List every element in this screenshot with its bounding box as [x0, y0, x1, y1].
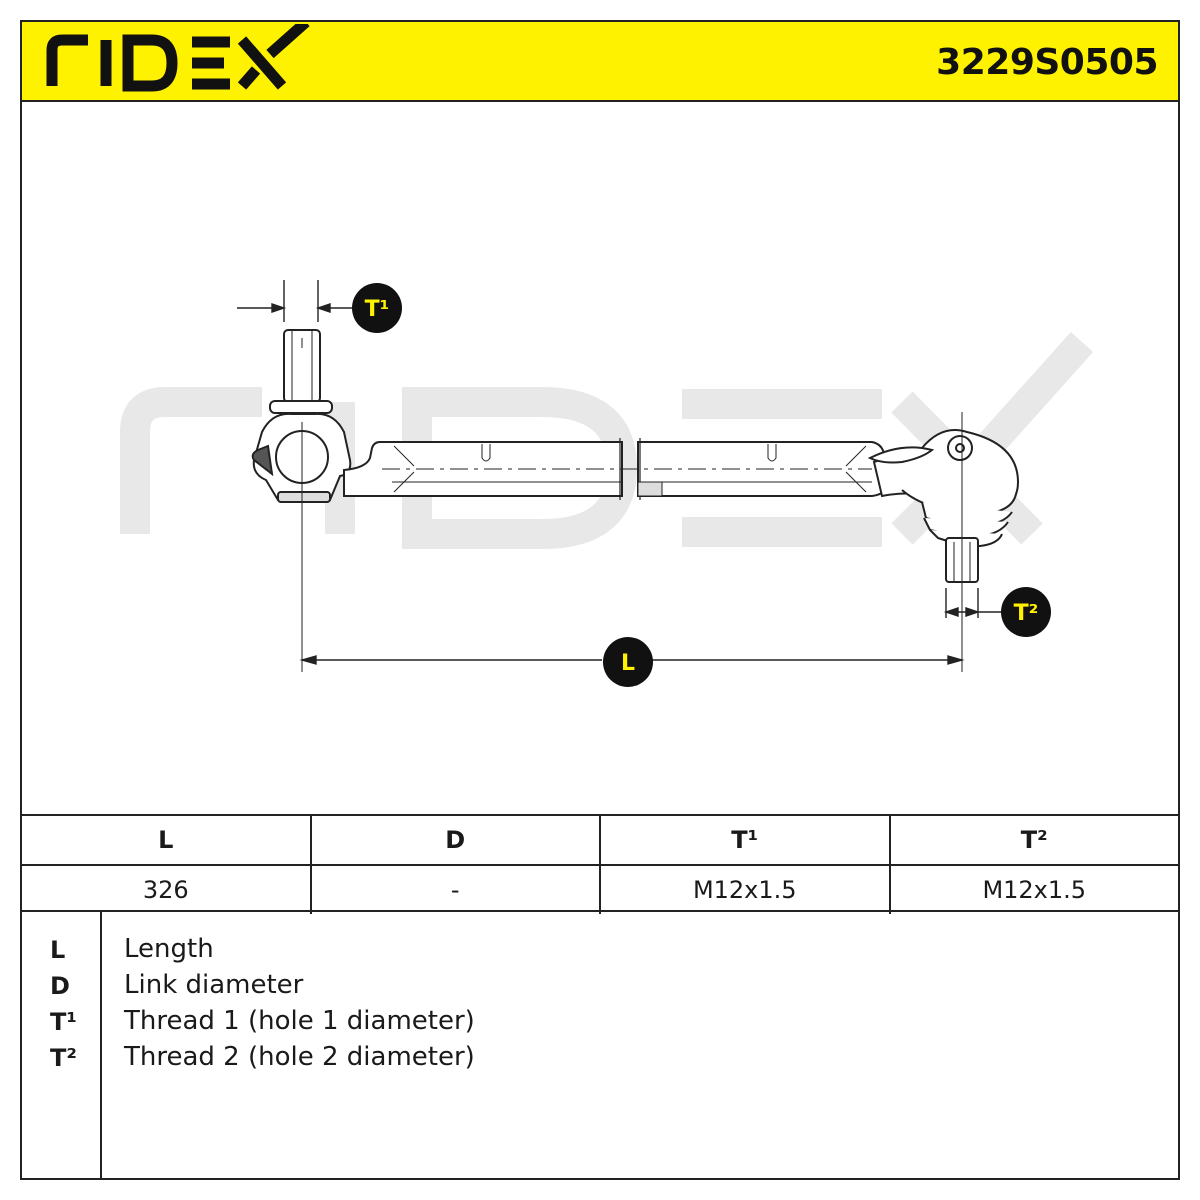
right-ball-joint	[867, 429, 1020, 583]
legend: L Length D Link diameter T¹ Thread 1 (ho…	[22, 912, 1178, 1178]
l-callout	[603, 637, 653, 687]
t1-dimension	[237, 280, 357, 322]
link-rod	[343, 438, 892, 500]
spec-table: L D T¹ T² 326 - M12x1.5 M12x1.5	[22, 814, 1178, 914]
technical-drawing: T¹	[22, 102, 1178, 814]
t2-callout-label: T²	[1014, 601, 1039, 626]
spec-header-l: L	[22, 816, 312, 864]
spec-value-t2: M12x1.5	[982, 876, 1087, 904]
spec-header-d: D	[312, 816, 601, 864]
legend-divider	[100, 912, 102, 1178]
legend-text: Thread 1 (hole 1 diameter)	[124, 1006, 475, 1036]
spec-value-d: -	[312, 866, 601, 914]
spec-header-row: L D T¹ T²	[22, 816, 1178, 866]
t1-callout-label: T¹	[365, 297, 390, 322]
spec-value-row: 326 - M12x1.5 M12x1.5	[22, 866, 1178, 914]
part-number: 3229S0505	[936, 42, 1158, 83]
legend-text: Thread 2 (hole 2 diameter)	[124, 1042, 475, 1072]
legend-text: Link diameter	[124, 970, 304, 1000]
spec-value-l: 326	[22, 866, 312, 914]
spec-header-t1: T¹	[601, 816, 891, 864]
legend-item: L Length	[22, 932, 1178, 968]
l-dimension	[299, 655, 965, 665]
legend-text: Length	[124, 934, 214, 964]
ridex-logo	[44, 17, 314, 100]
legend-key: L	[50, 936, 66, 964]
legend-key: T¹	[50, 1008, 77, 1036]
spec-value-t1: M12x1.5	[601, 866, 891, 914]
spec-header-t2: T²	[1020, 826, 1048, 854]
product-sheet: 3229S0505 T¹	[20, 17, 1180, 1180]
legend-key: D	[50, 972, 70, 1000]
legend-key: T²	[50, 1044, 77, 1072]
t2-dimension	[943, 588, 1004, 618]
legend-item: T² Thread 2 (hole 2 diameter)	[22, 1040, 1178, 1076]
t2-callout	[1001, 587, 1051, 637]
legend-item: T¹ Thread 1 (hole 1 diameter)	[22, 1004, 1178, 1040]
legend-item: D Link diameter	[22, 968, 1178, 1004]
header-bar: 3229S0505	[22, 17, 1178, 102]
t1-callout	[352, 283, 402, 333]
l-callout-label: L	[621, 651, 635, 676]
